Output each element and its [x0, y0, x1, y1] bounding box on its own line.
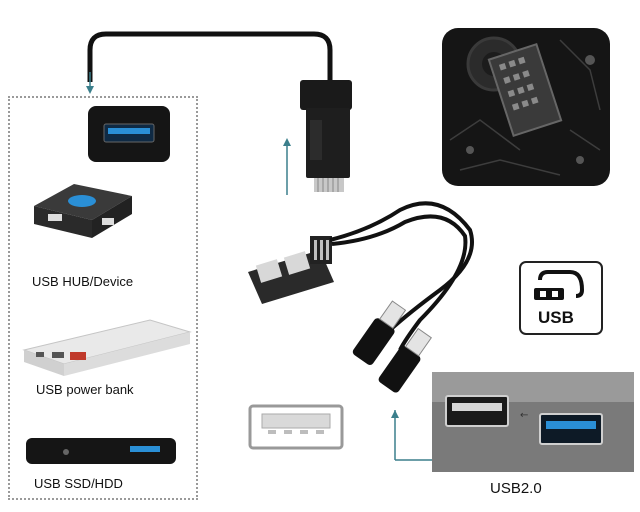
- front-panel-connector: [300, 80, 352, 192]
- motherboard-photo: [442, 28, 610, 186]
- connector-ridge: [310, 120, 322, 160]
- svg-text:←: ←: [520, 410, 528, 421]
- y-cable-b: [331, 214, 468, 351]
- device-group-box: [8, 96, 198, 500]
- laptop-ports-photo: ←: [432, 372, 634, 472]
- usb-logo-box: [519, 261, 603, 335]
- usb-port-closeup: [88, 106, 170, 162]
- label-usb2: USB2.0: [490, 480, 542, 497]
- arrow-head-up-ports: [391, 410, 399, 418]
- usb-a-port-icon: [248, 404, 344, 450]
- top-cable: [87, 31, 333, 82]
- ssd-image: [26, 438, 176, 464]
- connector-strain-relief: [300, 80, 352, 110]
- arrow-head-up: [283, 138, 291, 146]
- usb-plug-2: [378, 327, 432, 393]
- adapter-board: [248, 236, 334, 304]
- connector-pins: [314, 178, 344, 192]
- motherboard-header: [487, 42, 563, 138]
- usb-plug-1: [352, 300, 407, 365]
- label-usb-hub: USB HUB/Device: [32, 274, 134, 289]
- label-power-bank: USB power bank: [36, 382, 134, 397]
- usb-hub-image: [34, 184, 132, 238]
- power-bank-image: [22, 319, 192, 376]
- usb-logo-text: USB: [538, 308, 574, 327]
- arrow-head-down: [86, 86, 94, 94]
- label-ssd: USB SSD/HDD: [34, 476, 123, 491]
- y-cable-a: [329, 201, 474, 332]
